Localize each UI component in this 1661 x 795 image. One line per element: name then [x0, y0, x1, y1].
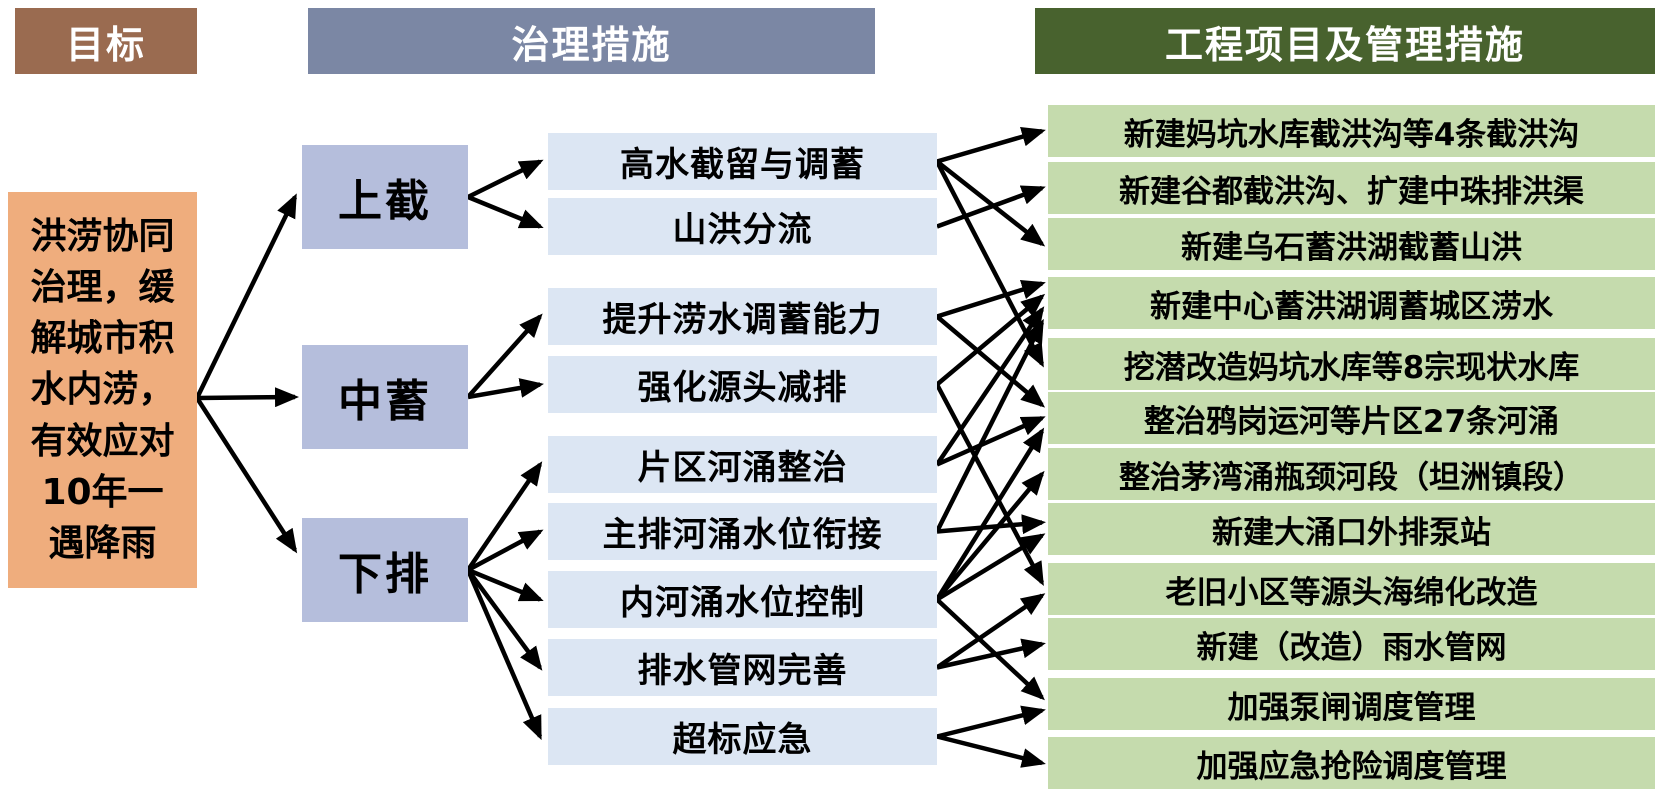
header-goal: 目标: [15, 8, 197, 74]
goal-box: 洪涝协同治理，缓解城市积水内涝，有效应对10年一遇降雨: [8, 192, 197, 588]
project-box-g2: 新建谷都截洪沟、扩建中珠排洪渠: [1048, 162, 1655, 214]
edge-goal-cat-shangjie: [194, 193, 298, 399]
project-box-g11: 加强泵闸调度管理: [1048, 678, 1655, 730]
measure-box-m1: 高水截留与调蓄: [548, 133, 937, 190]
measure-box-m8: 排水管网完善: [548, 639, 937, 696]
project-box-g10: 新建（改造）雨水管网: [1048, 618, 1655, 670]
edge-m6-g4: [934, 318, 1045, 533]
header-measures: 治理措施: [308, 8, 875, 74]
edge-cat-zhongxu-m3: [466, 313, 543, 399]
edge-m8-g10: [936, 638, 1046, 670]
edge-cat-shangjie-m2: [467, 194, 544, 229]
project-box-g1: 新建妈坑水库截洪沟等4条截洪沟: [1048, 105, 1655, 157]
edge-cat-xiapai-m7: [467, 567, 544, 602]
edge-m9-g12: [936, 734, 1046, 768]
measure-box-m5: 片区河涌整治: [548, 436, 937, 493]
edge-m6-g8: [936, 514, 1046, 535]
project-box-g3: 新建乌石蓄洪湖截蓄山洪: [1048, 218, 1655, 270]
edge-m7-g7: [935, 470, 1045, 601]
measure-box-m3: 提升涝水调蓄能力: [548, 288, 937, 345]
edge-m3-g6: [935, 314, 1046, 408]
edge-goal-cat-zhongxu: [196, 387, 299, 408]
measure-box-m4: 强化源头减排: [548, 356, 937, 413]
edge-cat-xiapai-m6: [466, 529, 544, 572]
edge-m7-g8: [935, 533, 1046, 602]
measure-box-m6: 主排河涌水位衔接: [548, 503, 937, 560]
project-box-g5: 挖潜改造妈坑水库等8宗现状水库: [1048, 338, 1655, 390]
edge-cat-xiapai-m5: [466, 461, 543, 572]
project-box-g9: 老旧小区等源头海绵化改造: [1048, 563, 1655, 615]
edge-m1-g3: [935, 159, 1046, 247]
edge-m5-g6: [936, 415, 1046, 467]
edge-m9-g11: [936, 705, 1046, 739]
edge-cat-xiapai-m9: [465, 569, 543, 741]
header-projects: 工程项目及管理措施: [1035, 8, 1655, 74]
edge-goal-cat-xiapai: [195, 396, 298, 554]
project-box-g12: 加强应急抢险调度管理: [1048, 737, 1655, 789]
edge-m8-g9: [935, 593, 1046, 670]
project-box-g7: 整治茅湾涌瓶颈河段（坦洲镇段）: [1048, 448, 1655, 500]
edge-cat-shangjie-m1: [467, 159, 544, 200]
edge-m4-g9: [935, 383, 1044, 587]
edge-cat-zhongxu-m4: [467, 378, 544, 400]
project-box-g8: 新建大涌口外排泵站: [1048, 503, 1655, 555]
category-box-cat-zhongxu: 中蓄: [302, 345, 468, 449]
edge-m7-g6: [935, 427, 1045, 601]
edge-m1-g1: [936, 126, 1046, 164]
edge-m7-g11: [935, 597, 1045, 701]
project-box-g6: 整治鸦岗运河等片区27条河涌: [1048, 392, 1655, 444]
edge-m2-g2: [936, 185, 1046, 229]
project-box-g4: 新建中心蓄洪湖调蓄城区涝水: [1048, 277, 1655, 329]
measure-box-m7: 内河涌水位控制: [548, 571, 937, 628]
category-box-cat-shangjie: 上截: [302, 145, 468, 249]
measure-box-m9: 超标应急: [548, 708, 937, 765]
category-box-cat-xiapai: 下排: [302, 518, 468, 622]
edge-m3-g4: [936, 279, 1046, 319]
edge-cat-xiapai-m8: [466, 568, 543, 671]
measure-box-m2: 山洪分流: [548, 198, 937, 255]
